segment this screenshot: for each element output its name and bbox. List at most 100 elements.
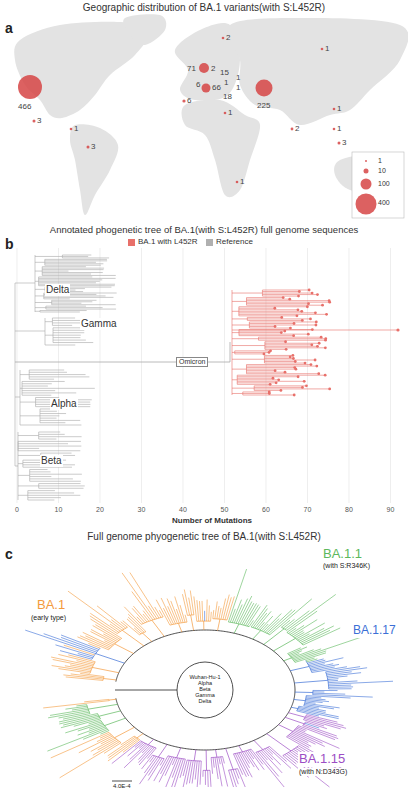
branch	[18, 463, 23, 464]
tip-dot	[310, 363, 313, 366]
leaf-branch	[50, 709, 88, 715]
branch	[44, 297, 114, 298]
branch	[30, 469, 48, 470]
leaf-branch	[122, 573, 155, 619]
clade-label: Delta	[45, 284, 70, 296]
branch	[35, 281, 39, 282]
leaf-branch	[189, 598, 192, 615]
branch	[122, 630, 144, 646]
axis-tick: 10	[55, 506, 63, 514]
tip-dot	[300, 310, 303, 313]
count-bubble	[33, 120, 36, 123]
tip-dot	[297, 295, 300, 298]
branch	[40, 411, 57, 412]
tip-dot	[263, 353, 266, 356]
branch	[239, 332, 281, 333]
legend-label: 100	[378, 180, 390, 188]
backbone-arc	[116, 630, 295, 750]
branch	[15, 331, 45, 332]
leaf-branch	[329, 688, 352, 689]
branch	[264, 361, 295, 362]
leaf-branch	[97, 606, 126, 628]
branch	[15, 466, 18, 467]
leaf-branch	[97, 735, 111, 742]
branch	[18, 495, 28, 496]
branch	[33, 425, 82, 426]
axis-tick: 30	[138, 506, 146, 514]
panel-letter: a	[5, 20, 13, 36]
branch	[28, 490, 55, 491]
branch	[246, 370, 275, 371]
leaf-branch	[163, 608, 171, 624]
branch	[18, 450, 80, 451]
branch	[45, 262, 96, 263]
root-branch	[115, 690, 177, 691]
branch	[35, 255, 36, 312]
leaf-branch	[185, 615, 187, 622]
branch	[18, 446, 81, 447]
leaf-branch	[223, 757, 225, 764]
branch	[237, 381, 304, 382]
branch	[30, 474, 82, 475]
leaf-branch	[213, 757, 214, 767]
branch	[246, 372, 285, 373]
scale-bar	[112, 781, 132, 782]
tip-dot	[285, 348, 288, 351]
leaf-branch	[148, 758, 160, 776]
branch	[28, 495, 80, 496]
axis-tick: 40	[179, 506, 187, 514]
branch	[42, 268, 104, 269]
tip-dot	[280, 389, 283, 392]
tip-dot	[317, 372, 320, 375]
leaf-branch	[210, 770, 211, 787]
tip-dot	[298, 290, 301, 293]
branch	[20, 415, 40, 416]
branch	[232, 393, 243, 394]
leaf-branch	[304, 720, 325, 726]
branch	[247, 300, 330, 301]
branch	[239, 314, 327, 315]
continent	[182, 99, 261, 197]
branch	[39, 434, 65, 435]
branch	[249, 323, 294, 324]
tip-dot	[307, 333, 310, 336]
branch	[262, 290, 309, 291]
branch	[22, 386, 48, 387]
leaf-branch	[328, 678, 339, 680]
branch	[294, 680, 327, 683]
branch	[235, 350, 271, 351]
leaf-branch	[104, 743, 121, 754]
tip-dot	[289, 327, 292, 330]
leaf-branch	[194, 596, 197, 621]
tip-dot	[306, 305, 309, 308]
branch	[265, 341, 286, 342]
leaf-branch	[150, 756, 155, 762]
branch	[239, 308, 275, 309]
branch	[52, 301, 93, 302]
branch	[96, 654, 125, 664]
branch	[243, 391, 269, 392]
branch	[239, 746, 243, 752]
branch	[254, 390, 281, 391]
branch	[264, 342, 265, 350]
branch	[35, 307, 46, 308]
leaf-branch	[184, 589, 189, 615]
leaf-branch	[313, 690, 338, 691]
count-bubble	[87, 146, 90, 149]
count-label: 71	[187, 64, 196, 73]
legend-label: 1	[378, 157, 382, 165]
branch	[291, 707, 298, 708]
leaf-branch	[313, 691, 324, 692]
branch	[239, 331, 285, 332]
branch	[22, 388, 95, 389]
leaf-branch	[290, 734, 308, 743]
leaf-branch	[329, 685, 352, 687]
branch	[246, 369, 295, 370]
branch	[265, 346, 318, 347]
leaf-branch	[303, 628, 340, 645]
leaf-branch	[306, 696, 350, 698]
branch	[247, 303, 309, 304]
leaf-branch	[327, 672, 352, 675]
leaf-branch	[304, 706, 319, 708]
tip-dot	[280, 316, 283, 319]
